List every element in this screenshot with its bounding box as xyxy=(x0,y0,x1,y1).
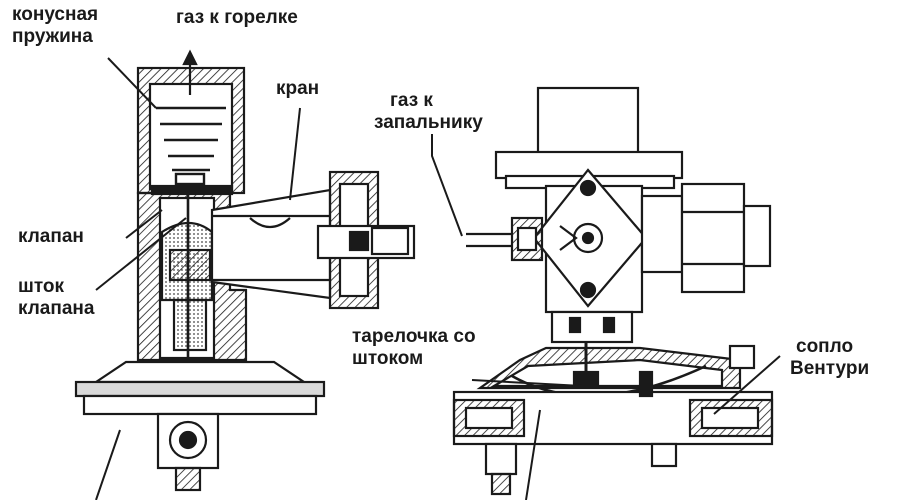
top-block xyxy=(536,86,640,156)
label-valve-stem-line2: клапана xyxy=(18,298,95,319)
leader-venturi-nozzle xyxy=(713,355,781,415)
label-plate-with-stem-line1: тарелочка со xyxy=(352,326,476,347)
label-gas-to-pilot-line2: запальнику xyxy=(374,112,483,133)
leader-lines xyxy=(95,57,781,500)
gas-flow-arrow-up xyxy=(182,49,198,95)
tap-cap xyxy=(316,170,416,310)
leader-conical-spring xyxy=(107,57,157,109)
leader-valve-stem xyxy=(95,217,187,291)
label-valve-stem: шток клапана xyxy=(18,276,94,320)
plate-with-stem xyxy=(572,342,600,388)
leader-tap xyxy=(289,107,301,201)
label-venturi-nozzle-line1: сопло xyxy=(796,336,854,357)
label-tap: кран xyxy=(276,78,320,99)
valve-neck xyxy=(550,310,634,344)
side-nut xyxy=(640,182,772,294)
leader-bottom-left xyxy=(95,429,121,500)
left-valve-assembly xyxy=(74,49,416,492)
leader-bottom-right xyxy=(525,409,541,500)
bottom-fitting xyxy=(156,412,220,492)
diamond-flange xyxy=(532,168,648,308)
label-venturi-nozzle-line2: Вентури xyxy=(790,358,870,379)
label-conical-spring-line2: пружина xyxy=(12,26,93,47)
label-venturi-nozzle: сопло Вентури xyxy=(790,336,869,380)
right-valve-assembly xyxy=(452,86,774,496)
leader-valve xyxy=(125,209,163,239)
label-valve-stem-line1: шток xyxy=(18,276,65,297)
label-gas-to-pilot-line1: газ к xyxy=(390,90,433,111)
label-conical-spring: конусная пружина xyxy=(12,4,98,48)
tap-housing xyxy=(210,188,332,300)
pilot-fitting xyxy=(466,216,544,262)
diaphragm-chamber xyxy=(452,344,774,496)
leader-plate-with-stem xyxy=(471,379,583,387)
base-diaphragm-housing xyxy=(74,360,326,416)
label-conical-spring-line1: конусная xyxy=(12,4,99,25)
conical-spring xyxy=(156,106,226,186)
label-gas-to-pilot: газ к запальнику xyxy=(374,90,483,134)
label-valve: клапан xyxy=(18,226,84,247)
label-gas-to-burner: газ к горелке xyxy=(176,7,298,28)
label-plate-with-stem: тарелочка со штоком xyxy=(352,326,476,370)
label-plate-with-stem-line2: штоком xyxy=(352,348,424,369)
leader-gas-to-pilot xyxy=(431,134,463,237)
